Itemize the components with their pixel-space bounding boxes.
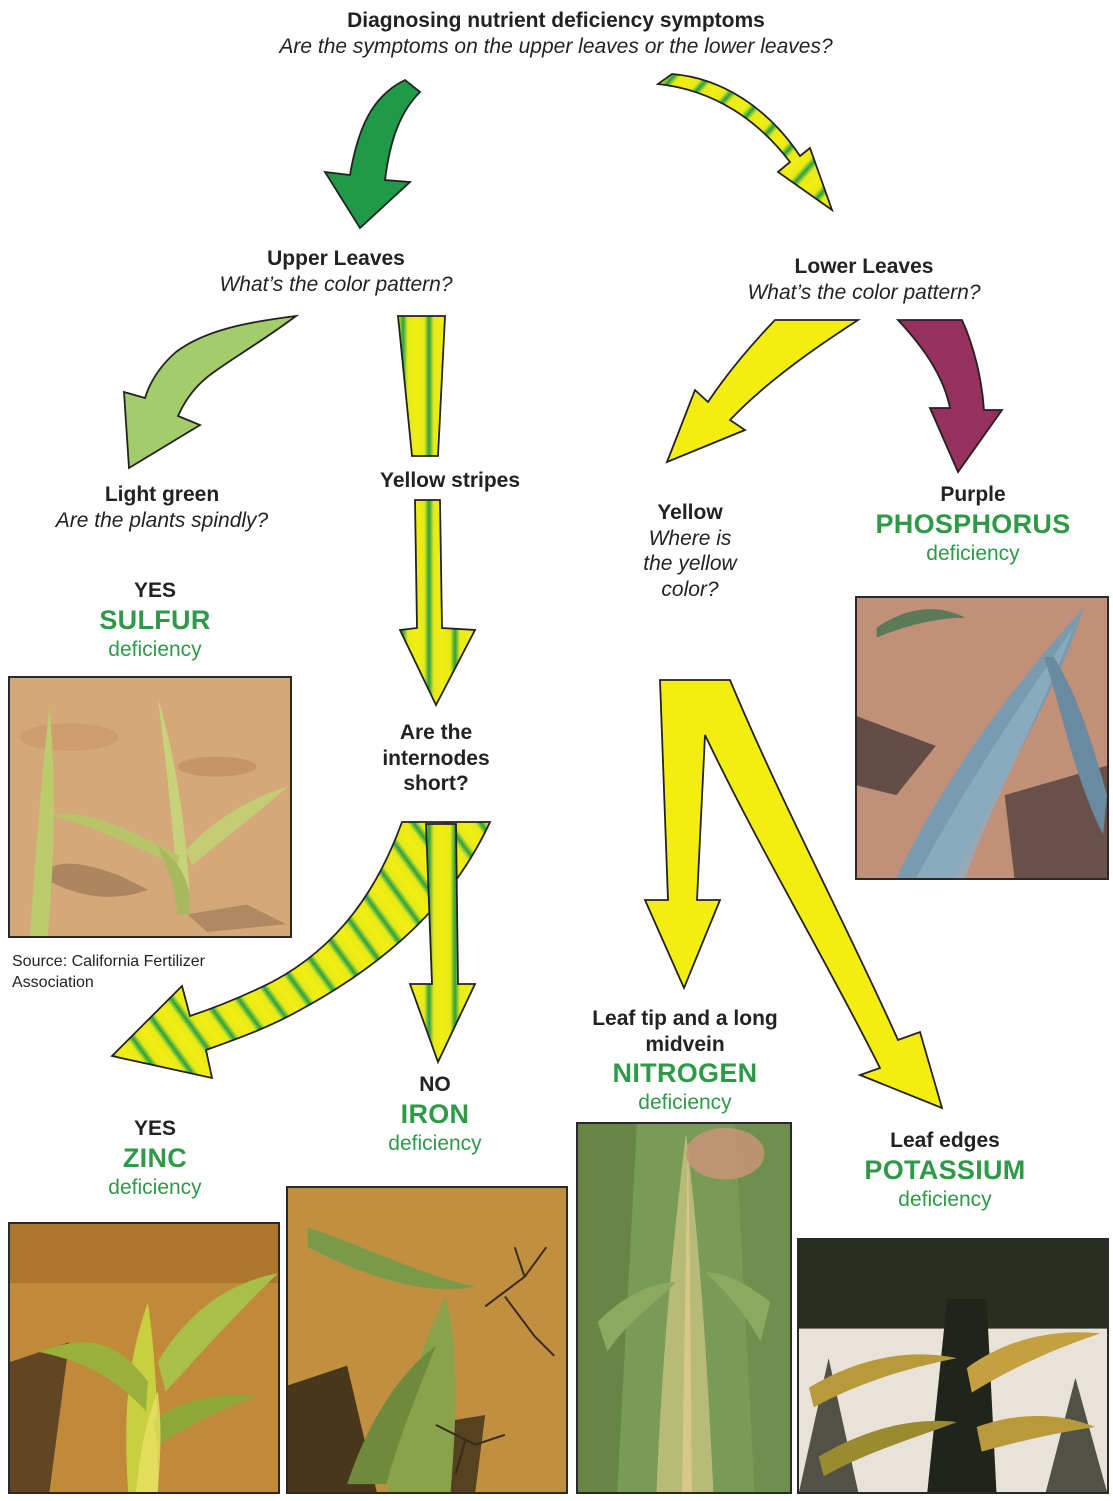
- potassium-node: Leaf edges POTASSIUM deficiency: [830, 1128, 1060, 1212]
- lower-leaves-node: Lower Leaves What’s the color pattern?: [704, 254, 1024, 305]
- potassium-deficiency-photo: [797, 1238, 1109, 1494]
- diagram-subtitle: Are the symptoms on the upper leaves or …: [156, 34, 956, 60]
- internodes-node: Are the internodes short?: [366, 720, 506, 797]
- phosphorus-deficiency-photo: [855, 596, 1109, 880]
- diagram-title: Diagnosing nutrient deficiency symptoms: [156, 8, 956, 34]
- iron-node: NO IRON deficiency: [320, 1072, 550, 1156]
- potassium-deficiency: deficiency: [830, 1187, 1060, 1213]
- sulfur-deficiency-photo: [8, 676, 292, 938]
- sulfur-node: YES SULFUR deficiency: [40, 578, 270, 662]
- upper-leaves-title: Upper Leaves: [176, 246, 496, 272]
- zinc-node: YES ZINC deficiency: [40, 1116, 270, 1200]
- yellow-stripes-title: Yellow stripes: [350, 468, 550, 494]
- arrow-to-internodes: [400, 500, 475, 705]
- light-green-question: Are the plants spindly?: [12, 508, 312, 534]
- nitrogen-node: Leaf tip and a long midvein NITROGEN def…: [590, 1006, 780, 1116]
- phosphorus-deficiency: deficiency: [848, 541, 1098, 567]
- zinc-deficiency: deficiency: [40, 1175, 270, 1201]
- nitrogen-location: Leaf tip and a long midvein: [590, 1006, 780, 1057]
- sulfur-answer: YES: [40, 578, 270, 604]
- zinc-nutrient: ZINC: [40, 1142, 270, 1175]
- iron-deficiency-photo: [286, 1186, 568, 1494]
- phosphorus-nutrient: PHOSPHORUS: [848, 508, 1098, 541]
- sulfur-deficiency: deficiency: [40, 637, 270, 663]
- zinc-deficiency-photo: [8, 1222, 280, 1494]
- light-green-title: Light green: [12, 482, 312, 508]
- arrow-to-yellow-stripes: [398, 316, 445, 456]
- upper-leaves-question: What’s the color pattern?: [176, 272, 496, 298]
- arrow-to-purple: [898, 320, 1002, 472]
- zinc-answer: YES: [40, 1116, 270, 1142]
- nitrogen-deficiency-photo: [576, 1122, 792, 1494]
- diagram-title-block: Diagnosing nutrient deficiency symptoms …: [156, 8, 956, 59]
- nitrogen-deficiency: deficiency: [590, 1090, 780, 1116]
- yellow-node: Yellow Where is the yellow color?: [640, 500, 740, 602]
- internodes-question: Are the internodes short?: [366, 720, 506, 797]
- yellow-title: Yellow: [640, 500, 740, 526]
- arrow-to-yellow: [667, 320, 858, 462]
- lower-leaves-question: What’s the color pattern?: [704, 280, 1024, 306]
- lower-leaves-title: Lower Leaves: [704, 254, 1024, 280]
- arrow-to-light-green: [124, 316, 296, 468]
- iron-answer: NO: [320, 1072, 550, 1098]
- arrow-to-upper-leaves: [325, 80, 420, 228]
- phosphorus-node: Purple PHOSPHORUS deficiency: [848, 482, 1098, 566]
- yellow-stripes-node: Yellow stripes: [350, 468, 550, 494]
- purple-title: Purple: [848, 482, 1098, 508]
- iron-deficiency: deficiency: [320, 1131, 550, 1157]
- upper-leaves-node: Upper Leaves What’s the color pattern?: [176, 246, 496, 297]
- photo-source-credit: Source: California Fertilizer Associatio…: [12, 952, 282, 994]
- sulfur-nutrient: SULFUR: [40, 604, 270, 637]
- arrow-to-lower-leaves: [658, 74, 832, 210]
- light-green-node: Light green Are the plants spindly?: [12, 482, 312, 533]
- nitrogen-nutrient: NITROGEN: [590, 1057, 780, 1090]
- potassium-location: Leaf edges: [830, 1128, 1060, 1154]
- yellow-question: Where is the yellow color?: [640, 526, 740, 603]
- potassium-nutrient: POTASSIUM: [830, 1154, 1060, 1187]
- iron-nutrient: IRON: [320, 1098, 550, 1131]
